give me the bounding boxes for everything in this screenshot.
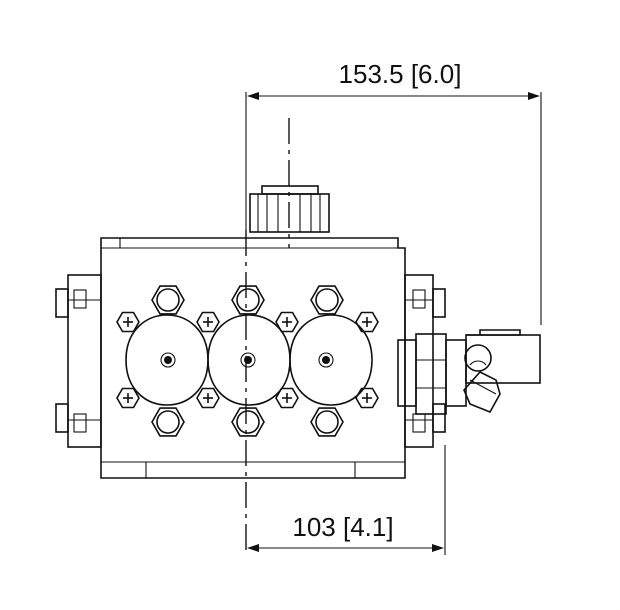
- pump-housing: [55, 237, 446, 479]
- centerline-offset-dimension: 103 [4.1]: [247, 445, 446, 555]
- overall-width-label: 153.5 [6.0]: [339, 59, 462, 89]
- outlet-fitting: [397, 329, 541, 415]
- overall-width-dimension: 153.5 [6.0]: [245, 59, 542, 325]
- centerline-offset-label: 103 [4.1]: [292, 512, 393, 542]
- oil-cap: [249, 185, 330, 233]
- manifold-head: [125, 314, 373, 406]
